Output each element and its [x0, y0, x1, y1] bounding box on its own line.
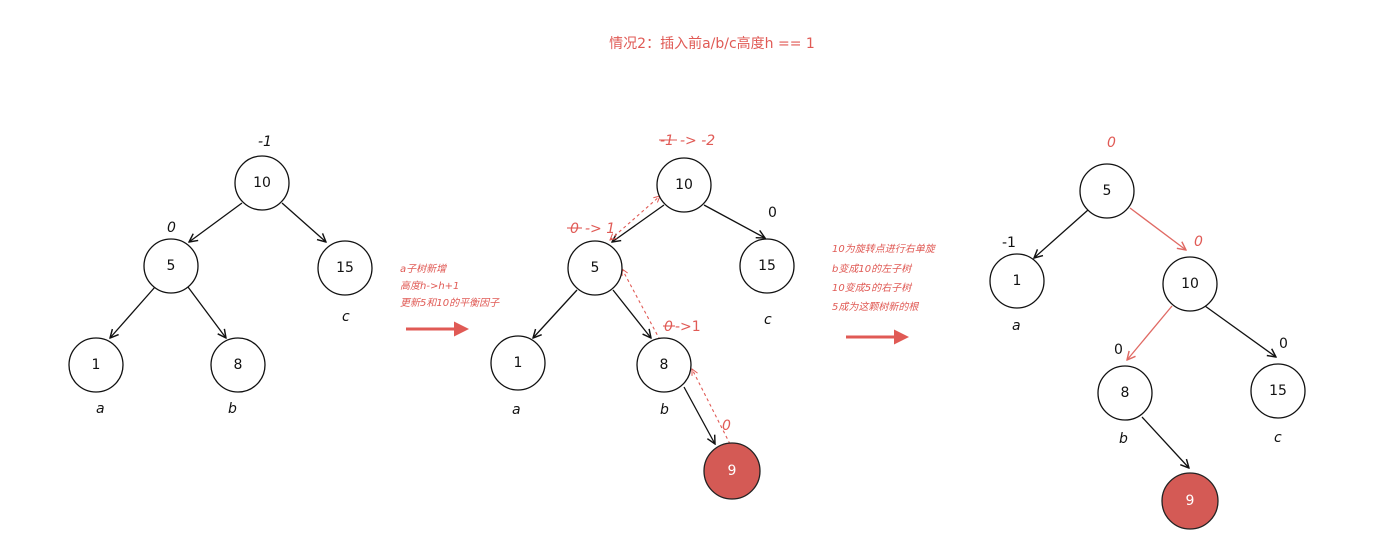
note1-line-2: 高度h->h+1 — [400, 280, 459, 292]
tree2-bf-10-new: -> -2 — [680, 133, 715, 149]
tree2-node-15: 15 — [739, 238, 795, 294]
diagram-title: 情况2：插入前a/b/c高度h == 1 — [609, 35, 815, 52]
tree2-node-5: 5 — [567, 240, 623, 296]
tree3-bf-5: 0 — [1107, 135, 1116, 151]
edge-8-9 — [683, 386, 715, 444]
tree3-bf-8: 0 — [1114, 342, 1123, 358]
note2-line-4: 5成为这颗树新的根 — [832, 301, 919, 313]
tree1-label-c: c — [342, 309, 350, 325]
edge-10-15 — [281, 202, 326, 242]
edge-5-8 — [612, 289, 651, 338]
edge-5-10 — [1129, 207, 1186, 250]
tree2-label-a: a — [512, 402, 521, 418]
tree2-bf-8-new: ->1 — [675, 319, 701, 335]
tree1-node-10: 10 — [234, 155, 290, 211]
edge-10-8 — [1127, 305, 1173, 360]
tree-after-insert: 10 5 15 1 8 9 -1 -> -2 0 -> 1 0 - — [490, 133, 795, 500]
tree3-node-15: 15 — [1250, 363, 1306, 419]
tree1-node-15: 15 — [317, 240, 373, 296]
tree3-bf-15: 0 — [1279, 336, 1288, 352]
tree1-node-1: 1 — [68, 337, 124, 393]
edge-8-9 — [1141, 416, 1189, 468]
svg-text:15: 15 — [336, 260, 354, 276]
svg-text:8: 8 — [234, 357, 243, 373]
tree-before-insert: 10 5 15 1 8 -1 0 a b c — [68, 134, 373, 417]
tree2-bf-9: 0 — [722, 418, 731, 434]
note-rotate-right: 10为旋转点进行右单旋 b变成10的左子树 10变成5的右子树 5成为这颗树新的… — [832, 243, 937, 313]
update-arrow-8-to-5 — [622, 269, 661, 341]
tree3-label-a: a — [1012, 318, 1021, 334]
tree2-bf-8-old: 0 — [664, 319, 673, 335]
tree3-node-9-new: 9 — [1161, 472, 1219, 530]
tree3-node-8: 8 — [1097, 365, 1153, 421]
tree-after-rotation: 5 1 10 8 15 9 0 -1 0 0 0 a b c — [989, 135, 1306, 530]
tree1-label-a: a — [96, 401, 105, 417]
edge-10-15 — [1204, 305, 1276, 357]
tree2-node-9-new: 9 — [703, 442, 761, 500]
tree3-label-b: b — [1119, 431, 1128, 447]
svg-text:10: 10 — [253, 175, 271, 191]
edge-10-5 — [189, 202, 243, 242]
tree2-label-b: b — [660, 402, 669, 418]
svg-text:10: 10 — [675, 177, 693, 193]
svg-text:15: 15 — [758, 258, 776, 274]
note2-line-2: b变成10的左子树 — [832, 263, 913, 275]
tree2-bf-5-new: -> 1 — [585, 221, 615, 237]
svg-text:1: 1 — [514, 355, 523, 371]
edge-5-8 — [187, 286, 226, 338]
update-arrow-9-to-8 — [692, 369, 731, 445]
svg-text:15: 15 — [1269, 383, 1287, 399]
tree2-bf-15: 0 — [768, 205, 777, 221]
tree1-node-8: 8 — [210, 337, 266, 393]
edge-5-1 — [533, 289, 578, 338]
svg-text:9: 9 — [728, 463, 737, 479]
svg-text:10: 10 — [1181, 276, 1199, 292]
svg-text:9: 9 — [1186, 493, 1195, 509]
note1-line-1: a子树新增 — [400, 263, 447, 275]
edge-10-5 — [612, 204, 665, 242]
edge-10-15 — [703, 204, 765, 238]
tree1-node-5: 5 — [143, 238, 199, 294]
note1-line-3: 更新5和10的平衡因子 — [400, 297, 500, 309]
svg-text:8: 8 — [660, 357, 669, 373]
tree3-bf-10: 0 — [1194, 234, 1203, 250]
svg-text:5: 5 — [591, 260, 600, 276]
tree3-node-10: 10 — [1162, 256, 1218, 312]
edge-5-1 — [1034, 209, 1089, 258]
tree3-bf-1: -1 — [1002, 235, 1016, 251]
svg-text:1: 1 — [1013, 273, 1022, 289]
tree3-label-c: c — [1274, 430, 1282, 446]
tree3-node-1: 1 — [989, 253, 1045, 309]
tree2-node-10: 10 — [656, 157, 712, 213]
tree1-label-b: b — [228, 401, 237, 417]
note2-line-1: 10为旋转点进行右单旋 — [832, 243, 937, 255]
tree2-node-1: 1 — [490, 335, 546, 391]
update-arrow-5-to-10 — [610, 196, 660, 240]
note-insert-update: a子树新增 高度h->h+1 更新5和10的平衡因子 — [400, 263, 500, 309]
tree3-node-5: 5 — [1079, 163, 1135, 219]
svg-text:5: 5 — [1103, 183, 1112, 199]
svg-text:1: 1 — [92, 357, 101, 373]
tree1-bf-5: 0 — [167, 220, 176, 236]
tree2-node-8: 8 — [636, 337, 692, 393]
svg-text:5: 5 — [167, 258, 176, 274]
tree1-bf-10: -1 — [258, 134, 272, 150]
svg-text:8: 8 — [1121, 385, 1130, 401]
tree2-bf-10-old: -1 — [660, 133, 674, 149]
edge-5-1 — [110, 286, 156, 338]
tree2-label-c: c — [764, 312, 772, 328]
note2-line-3: 10变成5的右子树 — [832, 282, 913, 294]
tree2-bf-5-old: 0 — [570, 221, 579, 237]
